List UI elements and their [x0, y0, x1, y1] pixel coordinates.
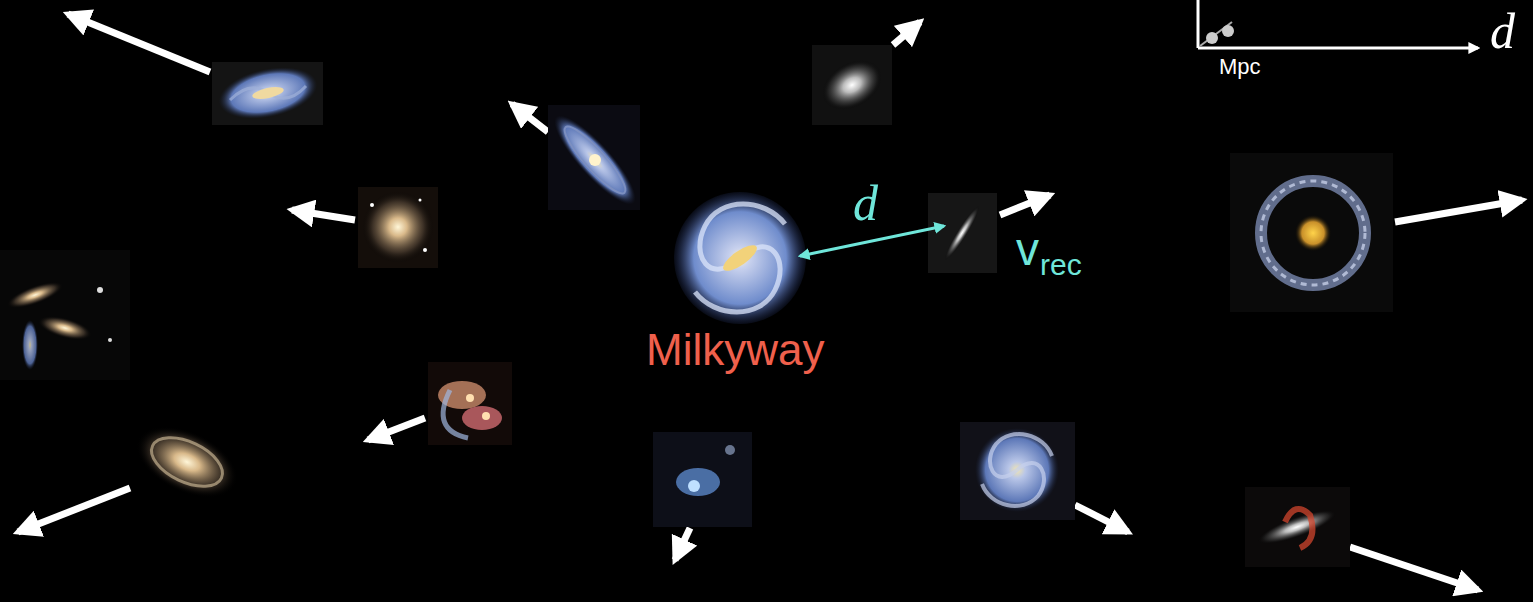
- axis-label: d: [1490, 6, 1515, 56]
- milky-way: [674, 192, 806, 324]
- axis-unit: Mpc: [1219, 56, 1261, 78]
- distance-arrow: [800, 226, 944, 256]
- galaxy-name: Milkyway: [646, 328, 824, 372]
- galaxies: [0, 45, 1393, 567]
- recession-arrows: [18, 14, 1522, 590]
- velocity-label: v: [1016, 226, 1039, 272]
- plot-axes: [1198, 0, 1478, 48]
- velocity-subscript: rec: [1040, 250, 1082, 280]
- distance-label: d: [853, 178, 878, 228]
